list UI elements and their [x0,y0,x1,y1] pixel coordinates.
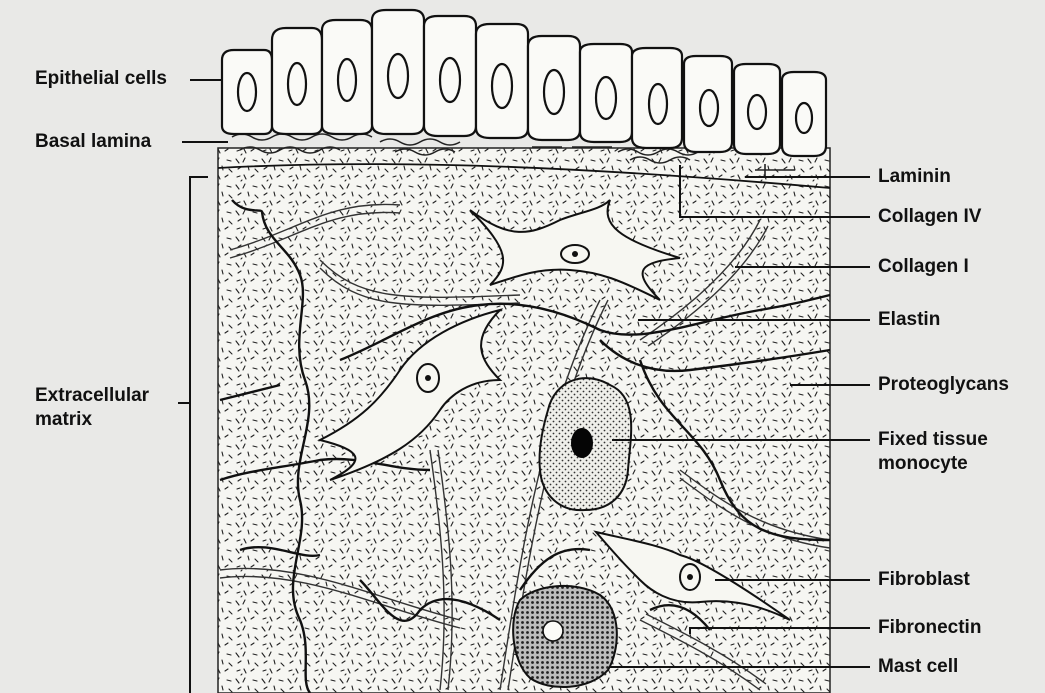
label-laminin: Laminin [878,165,951,189]
label-collagen-i: Collagen I [878,255,969,279]
epithelial-cell-row [222,10,826,156]
monocyte-nucleus [571,428,593,458]
matrix-bracket [178,177,208,693]
label-mast-cell: Mast cell [878,655,958,679]
label-epithelial-cells: Epithelial cells [35,67,167,91]
label-fixed-tissue-monocyte: Fixed tissue monocyte [878,428,988,476]
mast-cell-nucleus [543,621,563,641]
label-proteoglycans: Proteoglycans [878,373,1009,397]
label-fibronectin: Fibronectin [878,616,981,640]
label-collagen-iv: Collagen IV [878,205,981,229]
label-extracellular-matrix: Extracellular matrix [35,384,149,432]
label-elastin: Elastin [878,308,940,332]
label-fibroblast: Fibroblast [878,568,970,592]
mast-cell-body [513,586,617,687]
label-basal-lamina: Basal lamina [35,130,151,154]
